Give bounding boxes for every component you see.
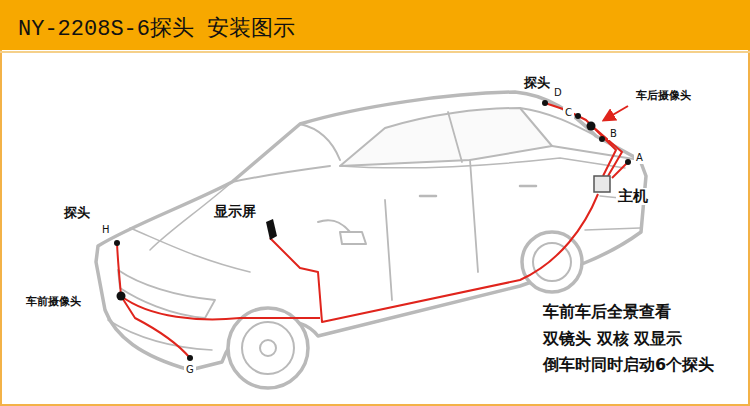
- rear-wheel: [522, 232, 582, 292]
- part-label: 车前摄像头: [24, 296, 83, 309]
- note-text: 双镜头 双核 双显示: [541, 330, 684, 348]
- callout-letter: D: [552, 87, 564, 99]
- note-text: 倒车时同时启动6个探头: [541, 356, 716, 374]
- host-unit: [594, 176, 610, 192]
- door-lines: [385, 112, 478, 300]
- header-rule: [0, 51, 750, 53]
- bottom-wire: [121, 296, 320, 319]
- front-hub: [260, 340, 276, 356]
- bumper-line: [108, 320, 212, 350]
- belt-line: [340, 158, 625, 168]
- display-screen: [266, 219, 277, 240]
- sensor-dot: [625, 159, 631, 165]
- part-label: 探头: [62, 206, 92, 221]
- part-label: 显示屏: [212, 203, 258, 219]
- callout-letter: A: [634, 152, 645, 164]
- rear-wire-camera: [592, 126, 622, 176]
- callout-letter: C: [563, 107, 574, 119]
- front-wheel: [228, 308, 308, 388]
- callout-letter: H: [100, 224, 112, 236]
- rear-rim: [533, 243, 571, 281]
- sensor-dot: [114, 240, 120, 246]
- callout-letter: B: [608, 128, 619, 140]
- windshield: [232, 124, 340, 182]
- rear-wire-a: [612, 162, 628, 178]
- sensor-dot: [575, 113, 581, 119]
- pointer-arrow: [604, 106, 628, 120]
- sensor-dot: [542, 100, 548, 106]
- door-handles: [420, 186, 536, 196]
- part-label: 车后摄像头: [634, 90, 693, 103]
- callout-letter: G: [184, 364, 196, 376]
- side-mirror: [318, 220, 366, 244]
- note-text: 车前车后全景查看: [541, 303, 673, 321]
- sensor-dot: [599, 136, 605, 142]
- headlight: [118, 270, 215, 318]
- title: NY-2208S-6探头 安装图示: [18, 13, 295, 43]
- part-label: 探头: [522, 76, 552, 91]
- rear-wire-d: [545, 103, 616, 176]
- car-body: [96, 92, 646, 370]
- front-rim: [242, 322, 294, 374]
- part-label: 主机: [616, 188, 650, 205]
- sensor-dot: [187, 355, 193, 361]
- camera-dot: [587, 122, 596, 131]
- header-band: [0, 0, 750, 50]
- hood-crease: [130, 182, 250, 272]
- camera-dot: [117, 292, 126, 301]
- side-windows: [340, 108, 552, 166]
